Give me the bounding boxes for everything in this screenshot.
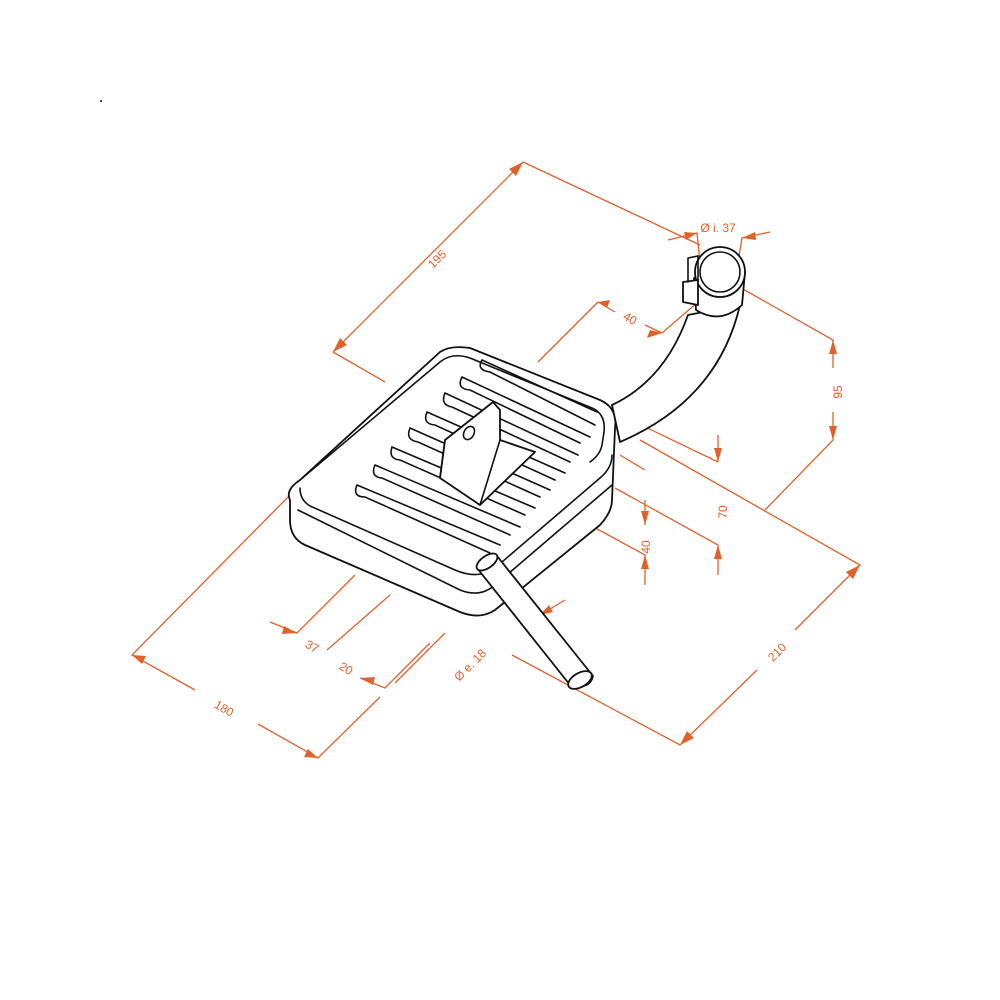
dim-label-inlet-diameter: Ø i. 37 — [700, 221, 736, 235]
outlet-pipe — [475, 552, 594, 690]
mounting-bracket — [439, 401, 536, 506]
dim-label-210: 210 — [765, 640, 789, 664]
stray-dot — [100, 100, 102, 102]
dim-label-37: 37 — [303, 637, 322, 656]
muffler-body — [287, 346, 617, 617]
dim-label-20: 20 — [337, 659, 356, 678]
dim-label-70: 70 — [716, 505, 730, 519]
inlet-clamp — [694, 246, 746, 298]
ribs — [354, 359, 598, 554]
dim-label-180: 180 — [212, 697, 237, 719]
dim-label-95: 95 — [831, 385, 845, 399]
dimension-arrows — [132, 162, 860, 758]
dim-label-inlet-offset: 40 — [621, 309, 640, 328]
inlet-pipe — [611, 246, 746, 443]
dim-label-40: 40 — [639, 540, 653, 554]
dim-label-195: 195 — [425, 247, 449, 271]
dim-label-outlet-diameter: Ø e. 18 — [451, 646, 489, 684]
